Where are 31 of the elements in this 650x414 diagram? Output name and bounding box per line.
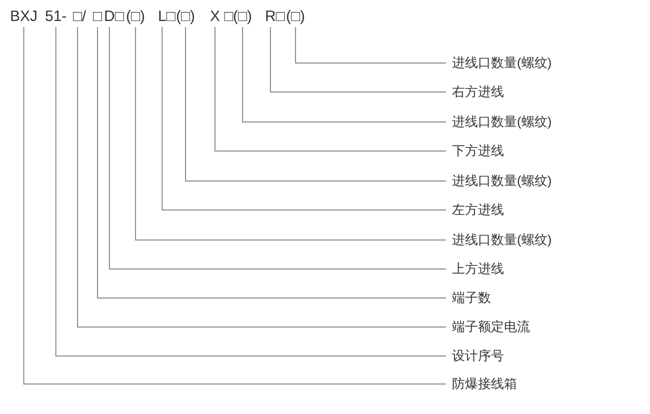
model-code-part: (□)	[233, 8, 252, 26]
code-description: 进线口数量(螺纹)	[452, 55, 552, 71]
model-code-part: L□	[158, 8, 176, 26]
model-code-part: R□	[265, 8, 285, 26]
code-description: 下方进线	[452, 143, 504, 159]
leader-line	[135, 26, 446, 240]
model-code-part: X □	[210, 8, 234, 26]
model-code-part: (□)	[286, 8, 306, 26]
code-description: 左方进线	[452, 202, 504, 218]
code-description: 进线口数量(螺纹)	[452, 173, 552, 189]
code-description: 防爆接线箱	[452, 376, 517, 392]
code-description: 设计序号	[452, 348, 504, 364]
leader-line	[270, 26, 446, 92]
code-description: 端子数	[452, 290, 491, 306]
model-code-part: (□)	[126, 8, 146, 26]
model-code-part: □	[93, 8, 102, 26]
code-description: 端子额定电流	[452, 319, 530, 335]
code-description: 上方进线	[452, 261, 504, 277]
code-description: 进线口数量(螺纹)	[452, 232, 552, 248]
model-code-part: D□	[104, 8, 124, 26]
code-description: 右方进线	[452, 84, 504, 100]
model-code-part: □/	[73, 8, 86, 26]
leader-line	[185, 26, 446, 182]
model-code-part: 51-	[45, 8, 67, 26]
leader-line	[242, 26, 446, 122]
model-code-part: (□)	[176, 8, 196, 26]
leader-line	[295, 26, 446, 64]
leader-line	[162, 26, 446, 210]
model-code-part: BXJ	[10, 8, 38, 26]
leader-line	[214, 26, 446, 152]
code-description: 进线口数量(螺纹)	[452, 114, 552, 130]
